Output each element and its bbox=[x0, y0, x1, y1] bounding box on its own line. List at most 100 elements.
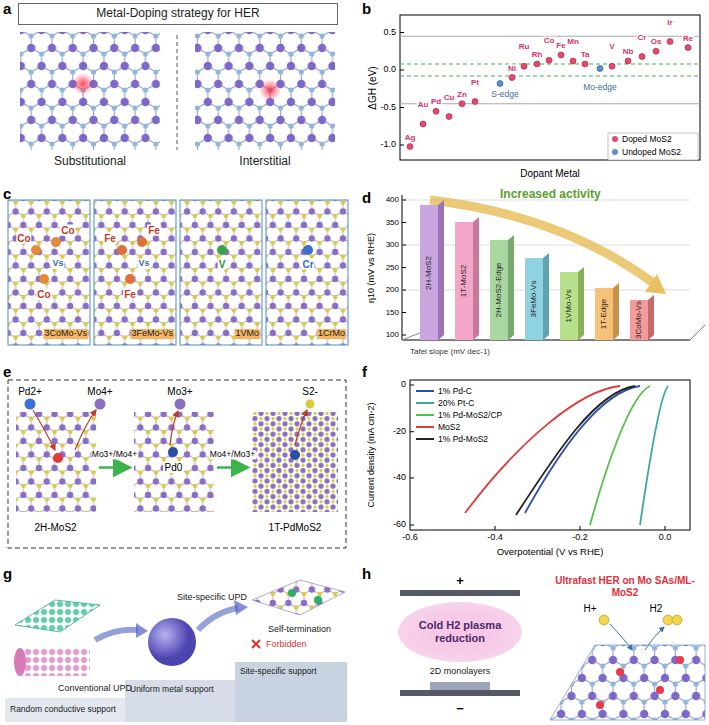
node-box: Pd0 bbox=[132, 400, 215, 535]
electrode-sign: − bbox=[456, 702, 464, 716]
element-label: Ru bbox=[518, 43, 531, 52]
tick-label: -0.2 bbox=[572, 533, 588, 543]
structure-tag: 1VMo bbox=[234, 329, 260, 339]
axis-title: Dopant Metal bbox=[520, 168, 579, 179]
element-label: Co bbox=[543, 37, 556, 46]
atom-label: Co bbox=[60, 225, 75, 236]
ion-label: Pd2+ bbox=[18, 386, 42, 397]
node-text: Pd0 bbox=[163, 462, 185, 474]
tick-label: -1.0 bbox=[380, 140, 396, 150]
structure-tag: 3FeMo-Vs bbox=[130, 329, 174, 339]
species-label: H+ bbox=[583, 603, 596, 614]
element-label: V bbox=[608, 43, 615, 52]
bar-label: 3CoMo-Vs bbox=[635, 301, 644, 339]
legend-text: Doped MoS2 bbox=[622, 134, 672, 144]
bar-label: 1T-Edge bbox=[600, 299, 609, 329]
legend-line bbox=[416, 390, 434, 392]
tick-label: 150 bbox=[386, 308, 399, 317]
legend-line bbox=[416, 414, 434, 416]
structure-tag: 3CoMo-Vs bbox=[43, 329, 88, 339]
step-label: Conventional UPD bbox=[58, 684, 132, 694]
panel-letter: b bbox=[362, 1, 371, 18]
legend-entry: 1% Pd-MoS2 bbox=[416, 434, 488, 444]
atom-label: Co bbox=[36, 289, 51, 300]
support-label: Random conductive support bbox=[10, 705, 116, 714]
node-box: 2H-MoS2 bbox=[14, 400, 97, 535]
bar-label: 2H-MoS2 bbox=[425, 256, 434, 290]
element-label: Re bbox=[682, 34, 694, 43]
tick-label: 300 bbox=[386, 241, 399, 250]
element-label: Nb bbox=[622, 48, 635, 57]
node-text: 2H-MoS2 bbox=[34, 522, 76, 534]
structure-tag: 1CrMo bbox=[317, 329, 346, 339]
strategy-label: Substitutional bbox=[54, 155, 126, 168]
node-box: Cold H2 plasma reduction bbox=[405, 614, 515, 650]
legend-entry: Doped MoS2 bbox=[612, 134, 672, 144]
step-label: Site-specific UPD bbox=[177, 593, 247, 603]
atom-label: V bbox=[218, 259, 227, 270]
element-label: Zn bbox=[456, 90, 468, 99]
species-label: H2 bbox=[650, 603, 663, 614]
atom-label: Co bbox=[16, 233, 31, 244]
legend-text: 1% Pd-MoS2/CP bbox=[438, 410, 502, 420]
panel-letter: e bbox=[3, 364, 11, 381]
legend-text: MoS2 bbox=[438, 422, 460, 432]
tick-label: 250 bbox=[386, 263, 399, 272]
electrode-sign: + bbox=[456, 574, 464, 588]
tick-label: -20 bbox=[393, 427, 406, 437]
bar-label: 3FeMo-Vs bbox=[530, 281, 539, 318]
legend-text: 1% Pd-MoS2 bbox=[438, 434, 488, 444]
panel-letter: f bbox=[362, 364, 367, 381]
arrow-label: Mo4+/Mo3+ bbox=[209, 450, 256, 459]
tick-label: 200 bbox=[386, 286, 399, 295]
bar-label: 1VMo-Vs bbox=[565, 290, 574, 323]
element-label: Cu bbox=[443, 93, 456, 102]
strategy-label: Interstitial bbox=[239, 155, 290, 168]
tick-label: -0.4 bbox=[487, 533, 503, 543]
edge-site-label: Mo-edge bbox=[582, 83, 618, 92]
element-label: Mn bbox=[566, 38, 580, 47]
tick-label: -40 bbox=[393, 473, 406, 483]
step-label: Forbidden bbox=[266, 640, 307, 650]
support-label: Uniform metal support bbox=[130, 685, 214, 694]
panel-letter: d bbox=[362, 190, 371, 207]
element-label: Os bbox=[650, 38, 663, 47]
arrow-label: Mo3+/Mo4+ bbox=[91, 450, 138, 459]
tick-label: -0.6 bbox=[402, 533, 418, 543]
node-text: 1T-PdMoS2 bbox=[269, 522, 322, 534]
ion-label: Mo4+ bbox=[87, 386, 112, 397]
atom-label: Fe bbox=[147, 225, 161, 236]
atom-label: Fe bbox=[123, 289, 137, 300]
element-label: Rh bbox=[531, 51, 544, 60]
support-label: Site-specific support bbox=[240, 667, 317, 676]
element-label: Ir bbox=[666, 18, 673, 27]
panel-letter: h bbox=[362, 566, 371, 583]
tick-label: 0 bbox=[401, 380, 406, 390]
node-box: 1T-PdMoS2 bbox=[250, 400, 340, 535]
step-label: Self-termination bbox=[268, 625, 331, 635]
legend-entry: Undoped MoS2 bbox=[612, 147, 681, 157]
legend-entry: MoS2 bbox=[416, 422, 460, 432]
element-label: Pt bbox=[470, 78, 480, 87]
axis-title: Tafel slope (mV dec-1) bbox=[410, 348, 490, 357]
atom-label: Fe bbox=[103, 233, 117, 244]
bar-label: 1T-MoS2 bbox=[460, 265, 469, 297]
legend-text: 1% Pd-C bbox=[438, 386, 472, 396]
ion-label: Mo3+ bbox=[167, 386, 192, 397]
trend-annotation: Increased activity bbox=[500, 188, 601, 201]
legend-entry: 1% Pd-MoS2/CP bbox=[416, 410, 502, 420]
atom-label: Cr bbox=[301, 259, 314, 270]
sample-label: 2D monolayers bbox=[430, 667, 491, 677]
element-label: Ta bbox=[580, 51, 591, 60]
axis-title: Overpotential (V vs RHE) bbox=[497, 547, 604, 557]
tick-label: -60 bbox=[393, 520, 406, 530]
tick-label: 400 bbox=[386, 196, 399, 205]
tick-label: 350 bbox=[386, 218, 399, 227]
reaction-arrow bbox=[99, 466, 130, 469]
legend-line bbox=[416, 426, 434, 428]
element-label: Cr bbox=[637, 33, 648, 42]
legend-text: 20% Pt-C bbox=[438, 398, 474, 408]
